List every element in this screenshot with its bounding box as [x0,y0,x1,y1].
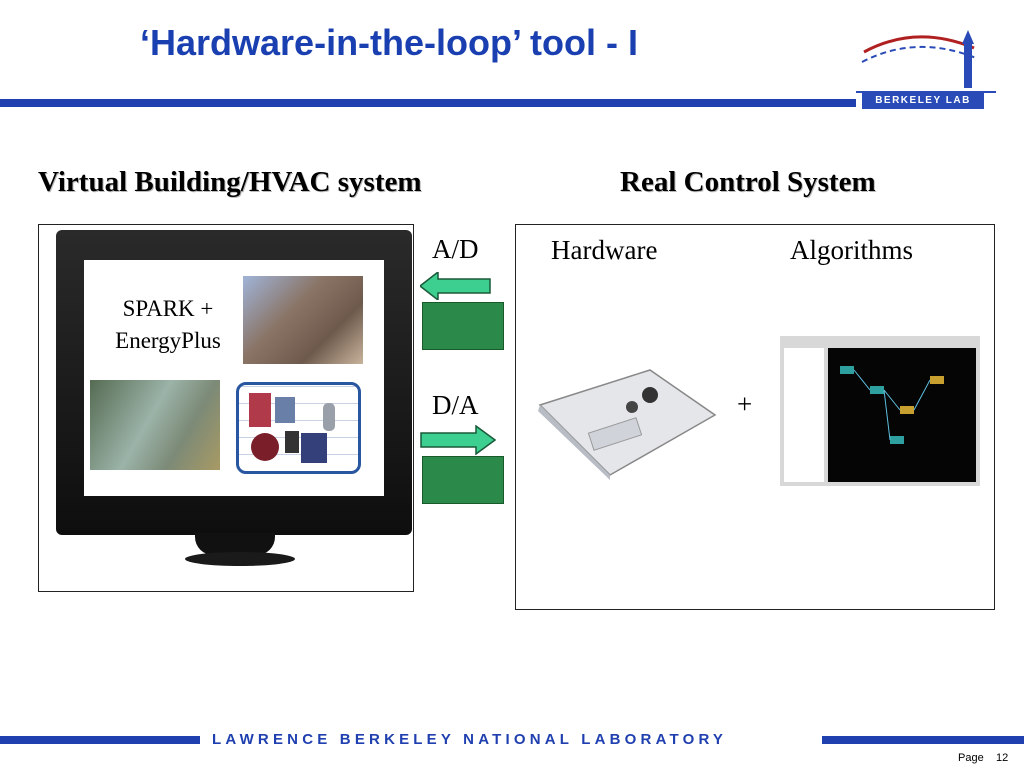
footer-rule-left [0,736,200,744]
da-label: D/A [432,390,479,420]
page-label: Page [958,752,984,764]
left-arrow-icon [420,272,491,300]
simulation-label: SPARK + EnergyPlus [115,296,221,353]
footer-lab-name: LAWRENCE BERKELEY NATIONAL LABORATORY [212,731,728,748]
hvac-equipment-photo [90,380,220,470]
right-arrow-icon [420,425,496,455]
ad-label: A/D [432,234,479,264]
slide-title: ‘Hardware-in-the-loop’ tool - I [140,22,638,63]
da-converter-card [422,456,504,504]
berkeley-lab-logo [856,30,996,93]
title-rule [0,99,856,107]
devices-graphic [249,393,335,463]
algorithms-label: Algorithms [790,235,914,265]
real-control-heading: Real Control System [620,166,876,198]
building-photo [243,276,363,364]
logo-text: BERKELEY LAB [862,93,984,109]
virtual-building-heading: Virtual Building/HVAC system [38,166,422,198]
ad-converter-card [422,302,504,350]
real-control-panel [515,224,995,610]
monitor-base [185,552,295,566]
footer-rule-right [822,736,1024,744]
plus-sign: + [737,389,753,419]
algorithm-software-screenshot [780,336,980,486]
page-number: 12 [996,752,1009,764]
monitor-stand [195,533,275,555]
hardware-label: Hardware [551,235,658,265]
control-devices-photo [236,382,361,474]
controller-hardware-photo [538,369,717,480]
virtual-system-panel [38,224,414,592]
